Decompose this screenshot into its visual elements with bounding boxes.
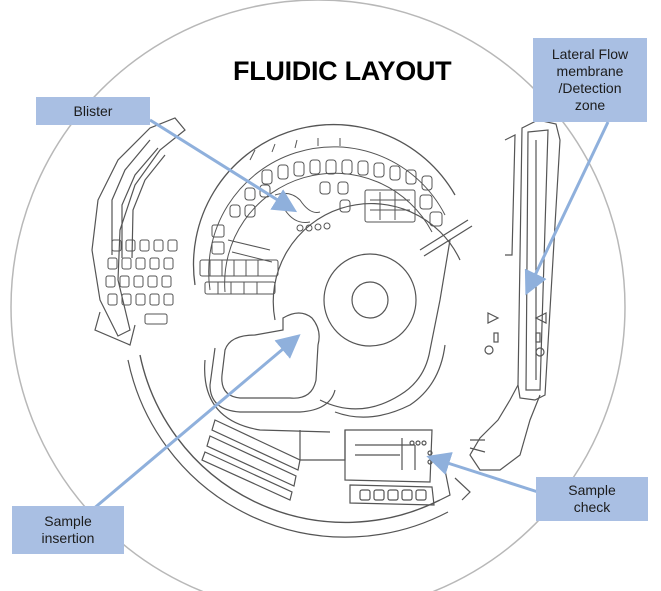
sample-check-callout-line-1: Sample — [568, 482, 615, 499]
lateral-flow-arrow — [528, 122, 608, 290]
sample-insertion-callout: Sample insertion — [12, 506, 124, 554]
sample-insertion-callout-line-1: Sample — [44, 513, 91, 530]
lateral-flow-callout-line-2: membrane — [557, 63, 624, 80]
diagram-title: FLUIDIC LAYOUT — [233, 56, 451, 87]
blister-callout-line-1: Blister — [74, 103, 113, 120]
sample-chamber — [222, 313, 319, 398]
lateral-flow-callout-line-3: /Detection — [558, 80, 621, 97]
sample-check-callout-line-2: check — [574, 499, 611, 516]
blister-arrow — [150, 120, 292, 209]
center-hub — [324, 254, 416, 346]
sample-check-area — [345, 430, 470, 505]
lateral-flow-callout: Lateral Flow membrane /Detection zone — [533, 38, 647, 122]
outer-channel-arc — [140, 355, 440, 522]
marker-triangle-right — [536, 313, 546, 323]
left-wells-grid — [106, 240, 177, 324]
marker-bar-right — [536, 333, 540, 342]
blister-callout: Blister — [36, 97, 150, 125]
serpentine-channel — [202, 420, 300, 500]
marker-circle-right — [536, 348, 544, 356]
lateral-flow-callout-line-4: zone — [575, 97, 605, 114]
sample-insertion-callout-line-2: insertion — [42, 530, 95, 547]
lateral-flow-strip — [470, 120, 560, 470]
marker-circle-left — [485, 346, 493, 354]
sample-insertion-arrow — [92, 338, 296, 510]
blister-array — [193, 125, 455, 294]
marker-bar-left — [494, 333, 498, 342]
sample-check-callout: Sample check — [536, 477, 648, 521]
marker-triangle-left — [488, 313, 498, 323]
left-comb-structure — [92, 118, 185, 345]
center-hub-inner — [352, 282, 388, 318]
lateral-flow-callout-line-1: Lateral Flow — [552, 46, 628, 63]
